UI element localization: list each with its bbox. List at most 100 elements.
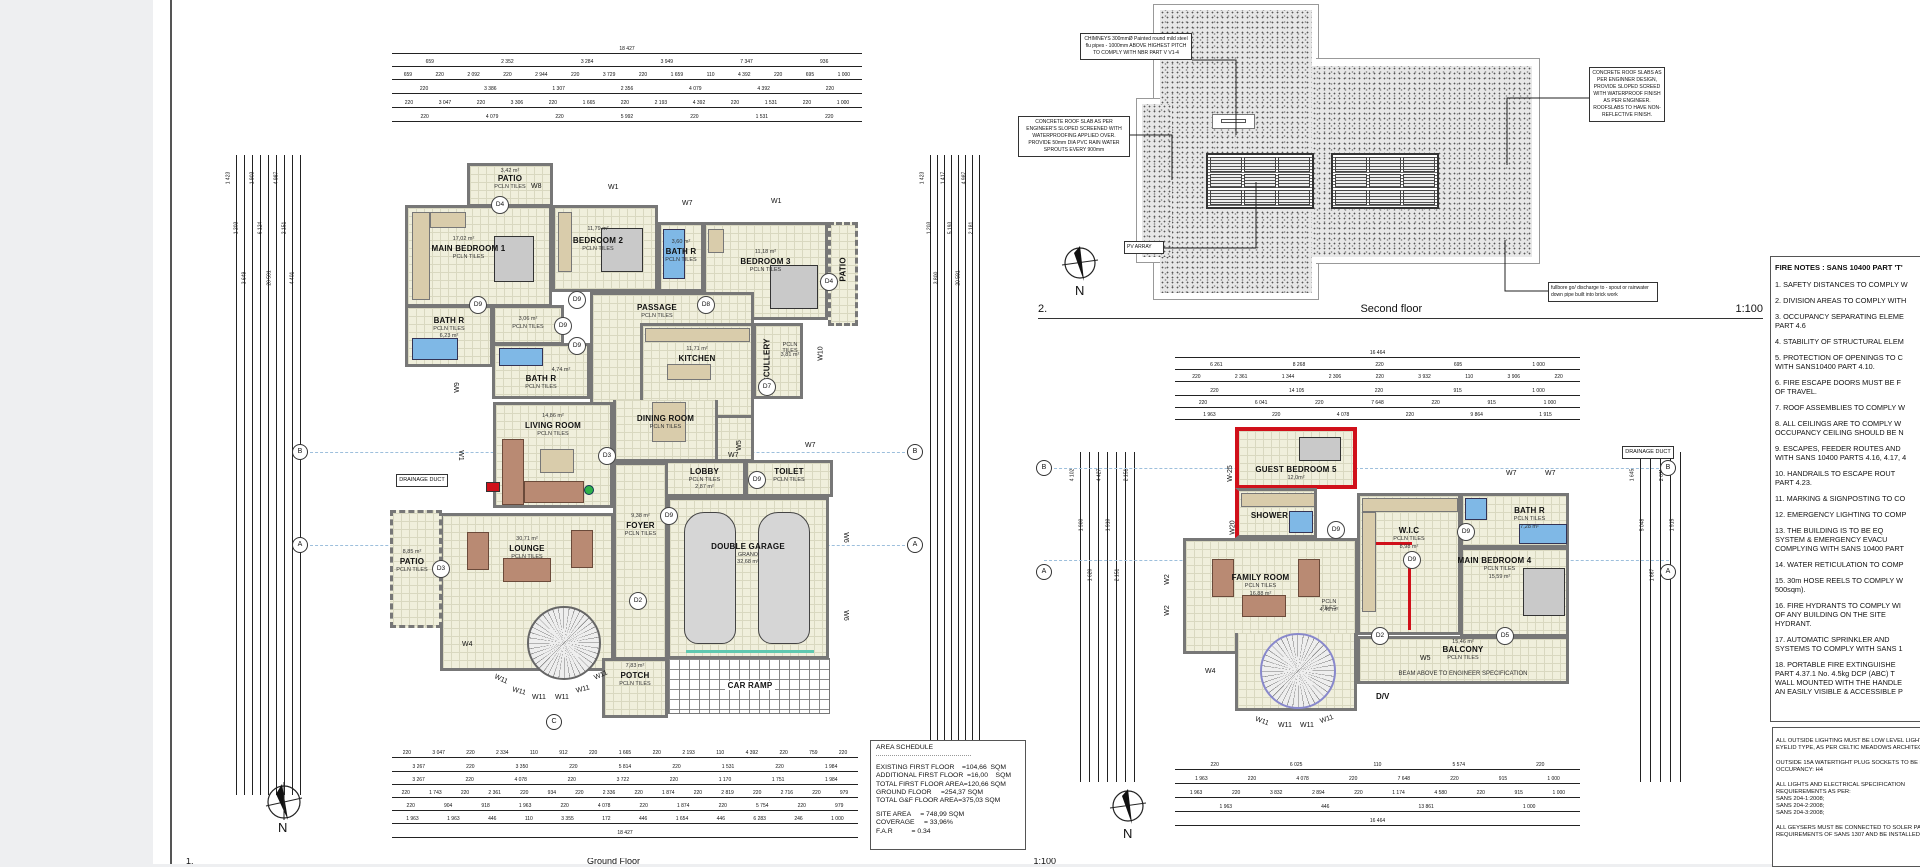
dimension-value: 4 987 bbox=[273, 171, 280, 185]
dimension-line bbox=[1125, 452, 1126, 782]
door-tag: D4 bbox=[491, 196, 509, 214]
dimension-value: 220 bbox=[825, 86, 835, 92]
dimension-value: 1 531 bbox=[721, 764, 735, 770]
room-area: 15,59 m² bbox=[1488, 574, 1511, 580]
bathtub bbox=[499, 348, 543, 366]
dimension-value: 1 000 bbox=[1543, 400, 1557, 406]
dimension-value: 1 984 bbox=[824, 764, 838, 770]
area-schedule-site-line: COVERAGE = 33,96% bbox=[876, 819, 953, 827]
room-lobby: LOBBY PCLN TILES 2,87 m² bbox=[663, 460, 746, 497]
room-area: 2,87 m² bbox=[695, 484, 714, 490]
dimension-value: 1 743 bbox=[429, 790, 442, 796]
window-tag: W1 bbox=[608, 184, 619, 191]
dimension-value: 220 bbox=[406, 803, 415, 809]
fire-note-line: 18. PORTABLE FIRE EXTINGUISHE bbox=[1775, 660, 1896, 669]
window-tag: W10 bbox=[817, 346, 825, 361]
dimension-line bbox=[1134, 452, 1135, 782]
door-tag: D3 bbox=[432, 560, 450, 578]
dimension-value: 1 000 bbox=[836, 100, 850, 106]
dimension-value: 220 bbox=[773, 72, 783, 78]
dimension-value: 3 267 bbox=[412, 777, 425, 783]
dimension-value: 1 963 bbox=[406, 816, 419, 822]
view-scale: 1:100 bbox=[1033, 858, 1056, 864]
dimension-value: 2 361 bbox=[1234, 374, 1248, 380]
window-tag: W8 bbox=[531, 183, 542, 190]
dimension-line bbox=[1660, 452, 1661, 782]
room-name: PASSAGE bbox=[637, 303, 677, 312]
dimension-value: 3 355 bbox=[561, 816, 574, 822]
dimension-value: 1 900 bbox=[1078, 518, 1085, 532]
dimension-value: 220 bbox=[476, 100, 486, 106]
window-tag: W9 bbox=[453, 382, 461, 393]
dimension-value: 220 bbox=[730, 100, 740, 106]
dimension-row: 18 427 bbox=[392, 828, 858, 838]
dimension-value: 1 203 bbox=[233, 221, 240, 235]
dimension-value: 220 bbox=[634, 790, 643, 796]
dimension-value: 220 bbox=[548, 100, 558, 106]
dimension-line bbox=[1098, 452, 1099, 782]
grid-bubble-a: A bbox=[292, 537, 308, 553]
dimension-value: 695 bbox=[805, 72, 815, 78]
room-shower: SHOWER bbox=[1235, 488, 1317, 538]
fire-note-line: 17. AUTOMATIC SPRINKLER AND bbox=[1775, 635, 1890, 644]
drawing-frame-border bbox=[170, 0, 172, 864]
north-arrow-icon: N bbox=[262, 780, 306, 836]
dimension-line bbox=[276, 155, 277, 795]
fire-note-line: PART 4.6 bbox=[1775, 321, 1806, 330]
dimension-value: 915 bbox=[1487, 400, 1496, 406]
dimension-value: 220 bbox=[588, 750, 598, 756]
dimension-value: 220 bbox=[1349, 776, 1358, 782]
dimension-value: 3 729 bbox=[602, 72, 616, 78]
dimension-value: 220 bbox=[1374, 388, 1384, 394]
fire-note-line: OCCUPANCY CEILING SHOULD BE N bbox=[1775, 428, 1904, 437]
dimension-line bbox=[979, 155, 980, 795]
dimension-value: 220 bbox=[1231, 790, 1241, 796]
dimension-value: 220 bbox=[1375, 374, 1384, 380]
room-potch: 7,83 m² POTCH PCLN TILES bbox=[602, 658, 668, 718]
fire-note-line: 7. ROOF ASSEMBLIES TO COMPLY W bbox=[1775, 403, 1906, 412]
plant-icon bbox=[584, 485, 594, 495]
dimension-value: 936 bbox=[820, 59, 829, 65]
dimension-line bbox=[972, 155, 973, 795]
dimension-value: 3 906 bbox=[1507, 374, 1521, 380]
grid-bubble-b: B bbox=[1660, 460, 1676, 476]
room-area: 32,68 m² bbox=[737, 559, 759, 565]
room-name: PATIO bbox=[838, 257, 848, 282]
room-name: BALCONY bbox=[1442, 645, 1484, 654]
dimension-value: 220 bbox=[401, 790, 410, 796]
pv-array-panel bbox=[1331, 153, 1439, 209]
chimney-icon bbox=[1212, 114, 1255, 129]
ground-floor-title: 1. Ground Floor 1:100 bbox=[186, 858, 1056, 864]
fire-note-line: 4. STABILITY OF STRUCTURAL ELEM bbox=[1775, 337, 1904, 346]
area-schedule-line: GROUND FLOOR =254,37 SQM bbox=[876, 788, 984, 796]
dimension-value: 4 392 bbox=[692, 100, 706, 106]
dimension-value: 220 bbox=[465, 777, 474, 783]
dimension-value: 4 392 bbox=[745, 750, 759, 756]
room-finish: PCLN TILES bbox=[1513, 516, 1546, 522]
dimension-value: 3 800 bbox=[933, 271, 940, 285]
general-note-line: SANS 204-1:2008; bbox=[1776, 796, 1825, 802]
dimension-value: 3 267 bbox=[412, 764, 426, 770]
room-toilet: TOILET PCLN TILES bbox=[745, 460, 833, 497]
dimension-line bbox=[236, 155, 237, 795]
window-tag: W11 bbox=[532, 694, 546, 701]
room-finish: PCLN TILES bbox=[511, 554, 543, 560]
dimension-value: 2 356 bbox=[620, 86, 634, 92]
grid-bubble-a: A bbox=[1660, 564, 1676, 580]
dimension-value: 7 347 bbox=[740, 59, 753, 65]
fire-note-item: 11. MARKING & SIGNPOSTING TO CO bbox=[1775, 494, 1920, 503]
dimension-value: 220 bbox=[460, 790, 470, 796]
dimension-value: 5 048 bbox=[1639, 518, 1646, 532]
fire-note-item: 14. WATER RETICULATION TO COMP bbox=[1775, 560, 1920, 569]
room-area: 11,18 m² bbox=[754, 249, 777, 255]
dimension-value: 904 bbox=[443, 803, 453, 809]
shower-tray bbox=[1465, 498, 1487, 520]
window-tag: W6 bbox=[841, 532, 849, 543]
dimension-value: 110 bbox=[524, 816, 533, 822]
stair-landing bbox=[1235, 633, 1357, 711]
